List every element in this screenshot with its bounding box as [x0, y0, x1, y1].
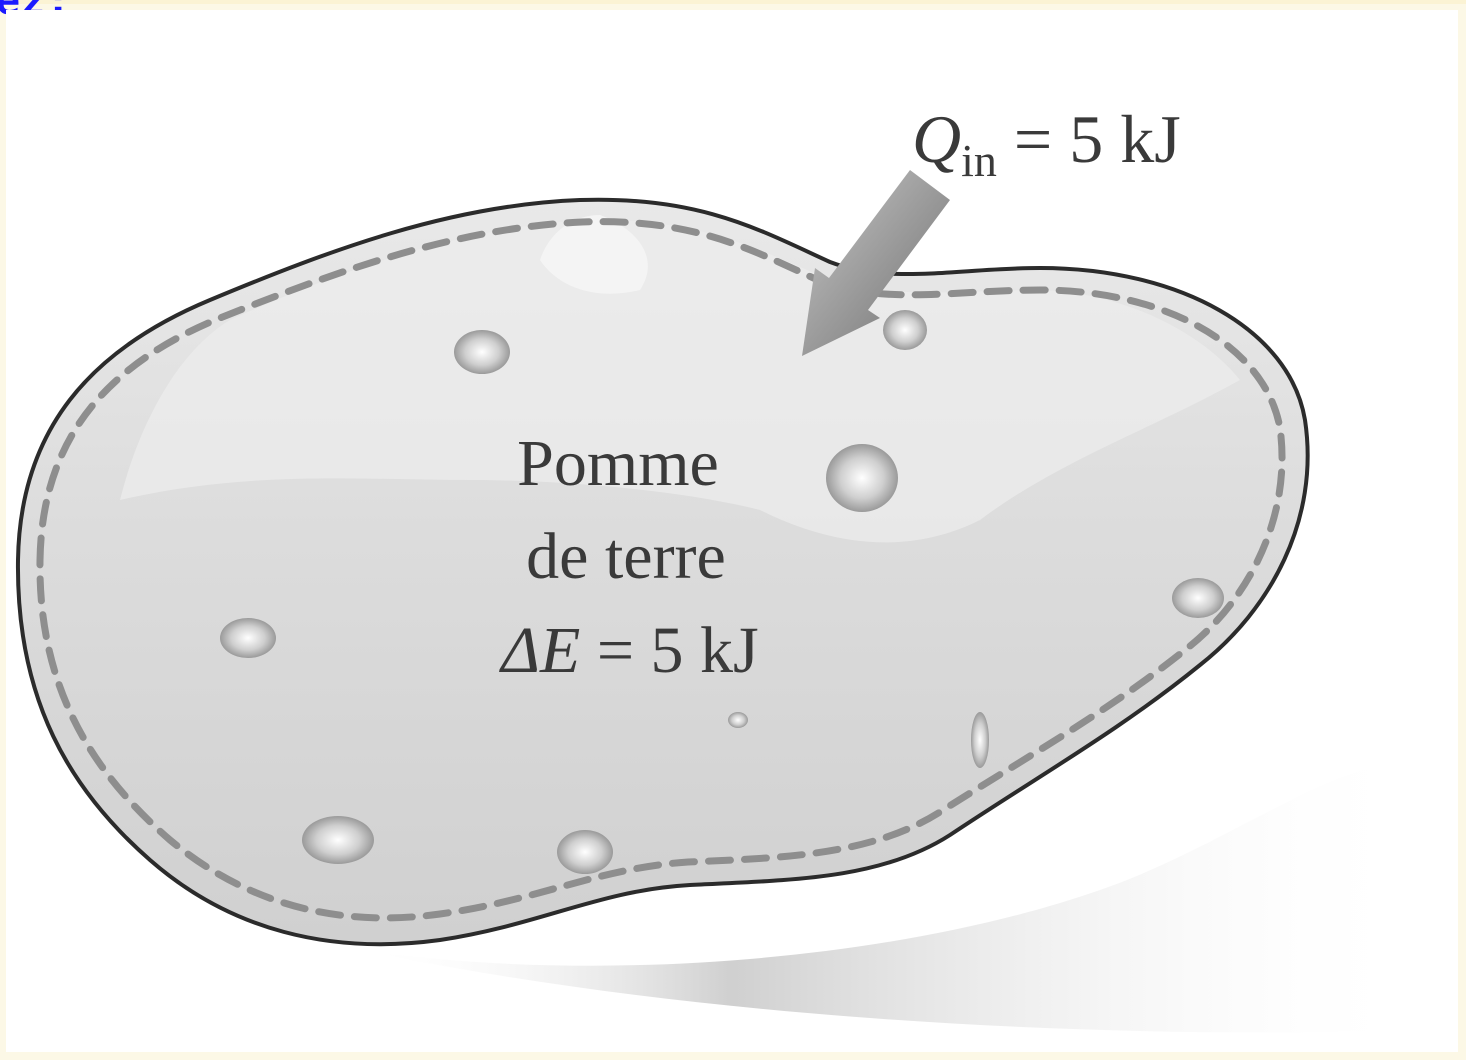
- body-label-line2: de terre: [526, 520, 726, 593]
- potato-eye: [826, 444, 898, 512]
- top-strip: [0, 0, 1466, 4]
- cast-shadow: [360, 760, 1420, 1033]
- potato-eye: [728, 712, 748, 728]
- energy-value: = 5 kJ: [580, 614, 758, 687]
- heat-subscript: in: [961, 135, 997, 186]
- heat-symbol: Q: [912, 101, 961, 177]
- potato-eye: [971, 712, 989, 768]
- highlight-region: [120, 219, 1240, 543]
- energy-change-label: ΔE = 5 kJ: [498, 614, 758, 687]
- potato-eye: [883, 310, 927, 350]
- potato-eye: [454, 330, 510, 374]
- heat-value: = 5 kJ: [997, 101, 1181, 177]
- potato-eye: [1172, 578, 1224, 618]
- potato-eye: [557, 830, 613, 874]
- body-label-line1: Pomme: [517, 427, 719, 500]
- potato-eye: [302, 816, 374, 864]
- potato-eye: [220, 618, 276, 658]
- highlight-patch: [540, 215, 648, 294]
- heat-arrow: [802, 170, 950, 356]
- system-boundary: [36, 218, 1286, 922]
- energy-symbol: ΔE: [498, 614, 580, 687]
- heat-input-label: Qin = 5 kJ: [912, 101, 1181, 186]
